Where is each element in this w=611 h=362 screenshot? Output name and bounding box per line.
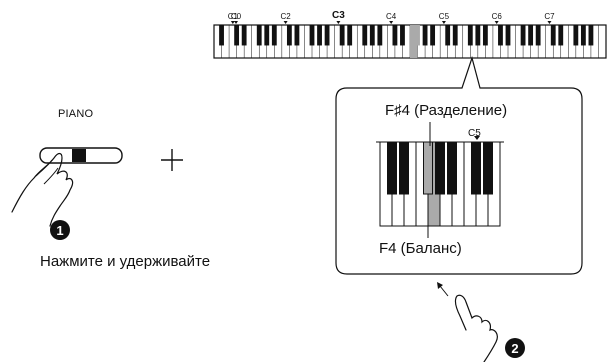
mini-black-key	[558, 25, 564, 46]
step-2-arrowhead	[437, 282, 443, 289]
mini-black-key	[573, 25, 579, 46]
zoom-black-key	[399, 141, 409, 195]
mini-black-key	[520, 25, 526, 46]
mini-black-key	[294, 25, 300, 46]
octave-label-c0: C0	[230, 12, 242, 21]
split-point-label: F♯4 (Разделение)	[385, 102, 508, 119]
zoom-black-key	[387, 141, 397, 195]
mini-black-key	[588, 25, 594, 46]
octave-marker	[441, 21, 446, 24]
mini-black-key	[264, 25, 270, 46]
c5-marker	[474, 136, 480, 140]
mini-black-key	[286, 25, 292, 46]
finger-point-icon	[454, 294, 498, 362]
octave-marker	[234, 21, 238, 24]
step-1-badge: 1	[50, 220, 70, 240]
mini-black-key	[445, 25, 451, 46]
mini-black-key	[452, 25, 458, 46]
octave-label-c4: C4	[386, 12, 397, 21]
step-2-badge: 2	[505, 338, 525, 358]
callout-c5-label: C5	[468, 128, 481, 139]
mini-black-key	[482, 25, 488, 46]
mini-black-key	[241, 25, 247, 46]
mini-black-key	[256, 25, 262, 46]
octave-marker	[494, 21, 499, 24]
step-1-instruction: Нажмите и удерживайте	[40, 253, 211, 270]
mini-black-key	[369, 25, 375, 46]
mini-black-key	[317, 25, 322, 46]
finger-press-detail	[43, 167, 59, 185]
octave-marker	[547, 21, 552, 24]
mini-black-key	[475, 25, 481, 46]
mini-black-key	[392, 25, 398, 46]
balance-point-label: F4 (Баланс)	[379, 240, 462, 257]
mini-black-key	[339, 25, 345, 46]
octave-label-c5: C5	[438, 12, 450, 21]
octave-marker	[230, 21, 235, 24]
mini-black-key	[324, 25, 330, 46]
piano-button-label: PIANO	[58, 108, 94, 120]
finger-press-detail	[35, 159, 53, 177]
finger-press-icon	[11, 152, 74, 227]
octave-marker	[389, 21, 394, 24]
mini-black-key	[430, 25, 436, 46]
mini-black-key	[535, 25, 541, 46]
step-2-arrow	[439, 285, 449, 297]
zoom-black-key	[447, 141, 457, 195]
mini-black-key	[550, 25, 556, 46]
mini-black-key	[400, 25, 405, 46]
mini-black-key	[362, 25, 368, 46]
mini-black-key	[498, 25, 503, 46]
zoom-black-key	[483, 141, 493, 195]
mini-black-key	[234, 25, 240, 46]
octave-label-c6: C6	[491, 12, 502, 21]
piano-button-led	[72, 149, 86, 162]
zoom-black-key	[471, 141, 481, 195]
octave-marker	[283, 21, 288, 24]
mini-black-key	[505, 25, 511, 46]
highlight-f4-mini	[410, 25, 418, 58]
mini-black-key	[467, 25, 473, 46]
highlight-fsharp4-mini	[415, 25, 420, 46]
mini-black-key	[528, 25, 534, 46]
octave-label-c7: C7	[544, 12, 555, 21]
mini-black-key	[347, 25, 353, 46]
octave-marker	[336, 21, 341, 24]
mini-black-key	[377, 25, 383, 46]
octave-label-c2: C2	[280, 12, 291, 21]
octave-label-c3: C3	[331, 10, 345, 21]
octave-label-c1: C1	[227, 12, 238, 21]
zoom-black-key	[435, 141, 445, 195]
mini-black-key	[309, 25, 315, 46]
mini-black-key	[580, 25, 586, 46]
mini-black-key	[422, 25, 428, 46]
zoom-key-fsharp4	[423, 141, 433, 195]
mini-black-key	[219, 25, 224, 46]
mini-black-key	[271, 25, 277, 46]
